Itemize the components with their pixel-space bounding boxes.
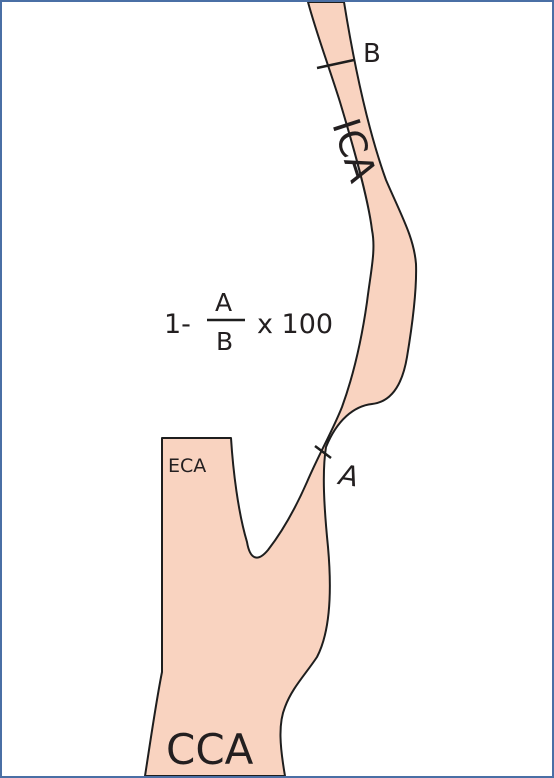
ica-cca-vessel (144, 2, 418, 776)
label-eca: ECA (168, 455, 206, 477)
label-ica: ICA (323, 113, 385, 187)
formula-prefix: 1- (164, 309, 191, 340)
measure-a-line (314, 445, 332, 459)
label-a: A (335, 458, 361, 494)
stenosis-formula: 1- A B x 100 (164, 288, 333, 356)
measure-b-line (316, 58, 355, 70)
formula-denominator: B (216, 327, 233, 356)
formula-suffix: x 100 (257, 309, 333, 340)
label-cca: CCA (166, 725, 254, 774)
label-b: B (363, 39, 381, 69)
formula-numerator: A (215, 288, 232, 317)
